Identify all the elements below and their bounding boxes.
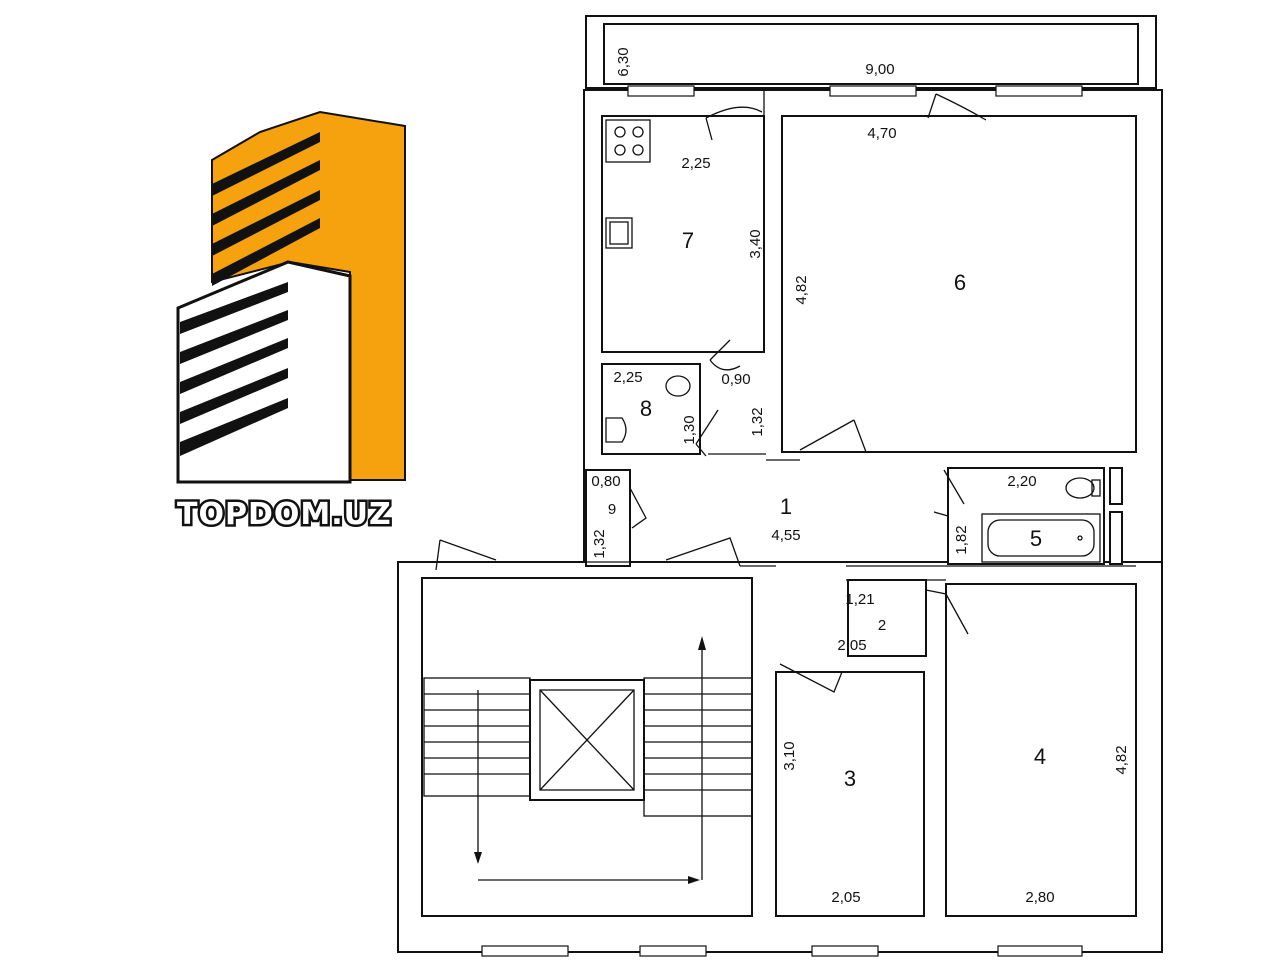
stairs-left — [423, 677, 531, 797]
room-2: 1,21 2 2,05 — [837, 579, 927, 657]
room-4-dim-width: 2,80 — [1025, 889, 1054, 906]
room-2-dim-1: 2,05 — [837, 637, 866, 654]
room-4-number: 4 — [1034, 744, 1046, 769]
balcony: 6,30 9,00 — [585, 15, 1157, 89]
room-9-dim-width: 0,80 — [591, 473, 620, 490]
room-5-dim-width: 2,20 — [1007, 473, 1036, 490]
room-2-number: 2 — [878, 617, 886, 634]
room-9-storage: 0,80 9 1,32 — [585, 469, 631, 567]
room-8-toilet: 2,25 8 1,30 — [601, 363, 701, 455]
room-6-dim-width: 4,70 — [867, 125, 896, 142]
room-3-number: 3 — [844, 766, 856, 791]
logo-orange-stripes — [212, 132, 320, 286]
room-6-number: 6 — [954, 270, 966, 295]
room-7-dim-width: 2,25 — [681, 155, 710, 172]
balcony-dim-width: 9,00 — [865, 61, 894, 78]
room-8-dim-length: 1,30 — [681, 415, 698, 444]
room-1-number: 1 — [780, 494, 792, 519]
room-1-hall: 1 4,55 — [771, 494, 800, 544]
kitchen-sink-icon — [605, 217, 633, 249]
doors — [435, 93, 987, 693]
room-7-number: 7 — [682, 228, 694, 253]
stove-icon — [605, 119, 651, 163]
corridor-dim-1: 1,32 — [749, 407, 766, 436]
room-8-dim-width: 2,25 — [613, 369, 642, 386]
logo-white-stripes — [180, 282, 288, 456]
stairs-arrow-icon — [474, 636, 706, 884]
room-3-dim-width: 2,05 — [831, 889, 860, 906]
room-3-dim-length: 3,10 — [781, 741, 798, 770]
stairwell — [421, 577, 753, 917]
room-6-dim-length: 4,82 — [793, 275, 810, 304]
corridor-dim-0: 0,90 — [721, 371, 750, 388]
room-7-dim-length: 3,40 — [747, 229, 764, 258]
washbasin-icon — [605, 417, 627, 443]
room-7-kitchen: 2,25 7 3,40 — [601, 115, 765, 353]
logo-text: TOPDOM.UZ — [177, 497, 392, 532]
room-5-dim-length: 1,82 — [953, 525, 970, 554]
room-5-bathroom: 2,20 1,82 5 — [947, 467, 1123, 565]
elevator-icon — [529, 679, 645, 801]
room-9-dim-length: 1,32 — [591, 529, 608, 558]
toilet-icon — [1065, 477, 1101, 499]
room-9-number: 9 — [608, 501, 616, 518]
room-4: 4 4,82 2,80 — [945, 583, 1137, 917]
toilet-icon — [665, 375, 691, 397]
windows — [481, 85, 1083, 957]
logo-orange-building — [211, 110, 406, 481]
topdom-logo: TOPDOM.UZ — [175, 110, 406, 535]
room-2-dim-0: 1,21 — [845, 591, 874, 608]
balcony-dim-depth: 6,30 — [615, 47, 632, 76]
room-5-number: 5 — [1030, 526, 1042, 551]
room-4-dim-length: 4,82 — [1113, 745, 1130, 774]
partitions — [586, 90, 1136, 581]
room-8-number: 8 — [640, 396, 652, 421]
room-1-dim: 4,55 — [771, 527, 800, 544]
room-6: 4,70 4,82 6 — [781, 115, 1137, 453]
room-3: 3,10 3 2,05 — [775, 671, 925, 917]
bathtub-icon — [981, 513, 1101, 563]
